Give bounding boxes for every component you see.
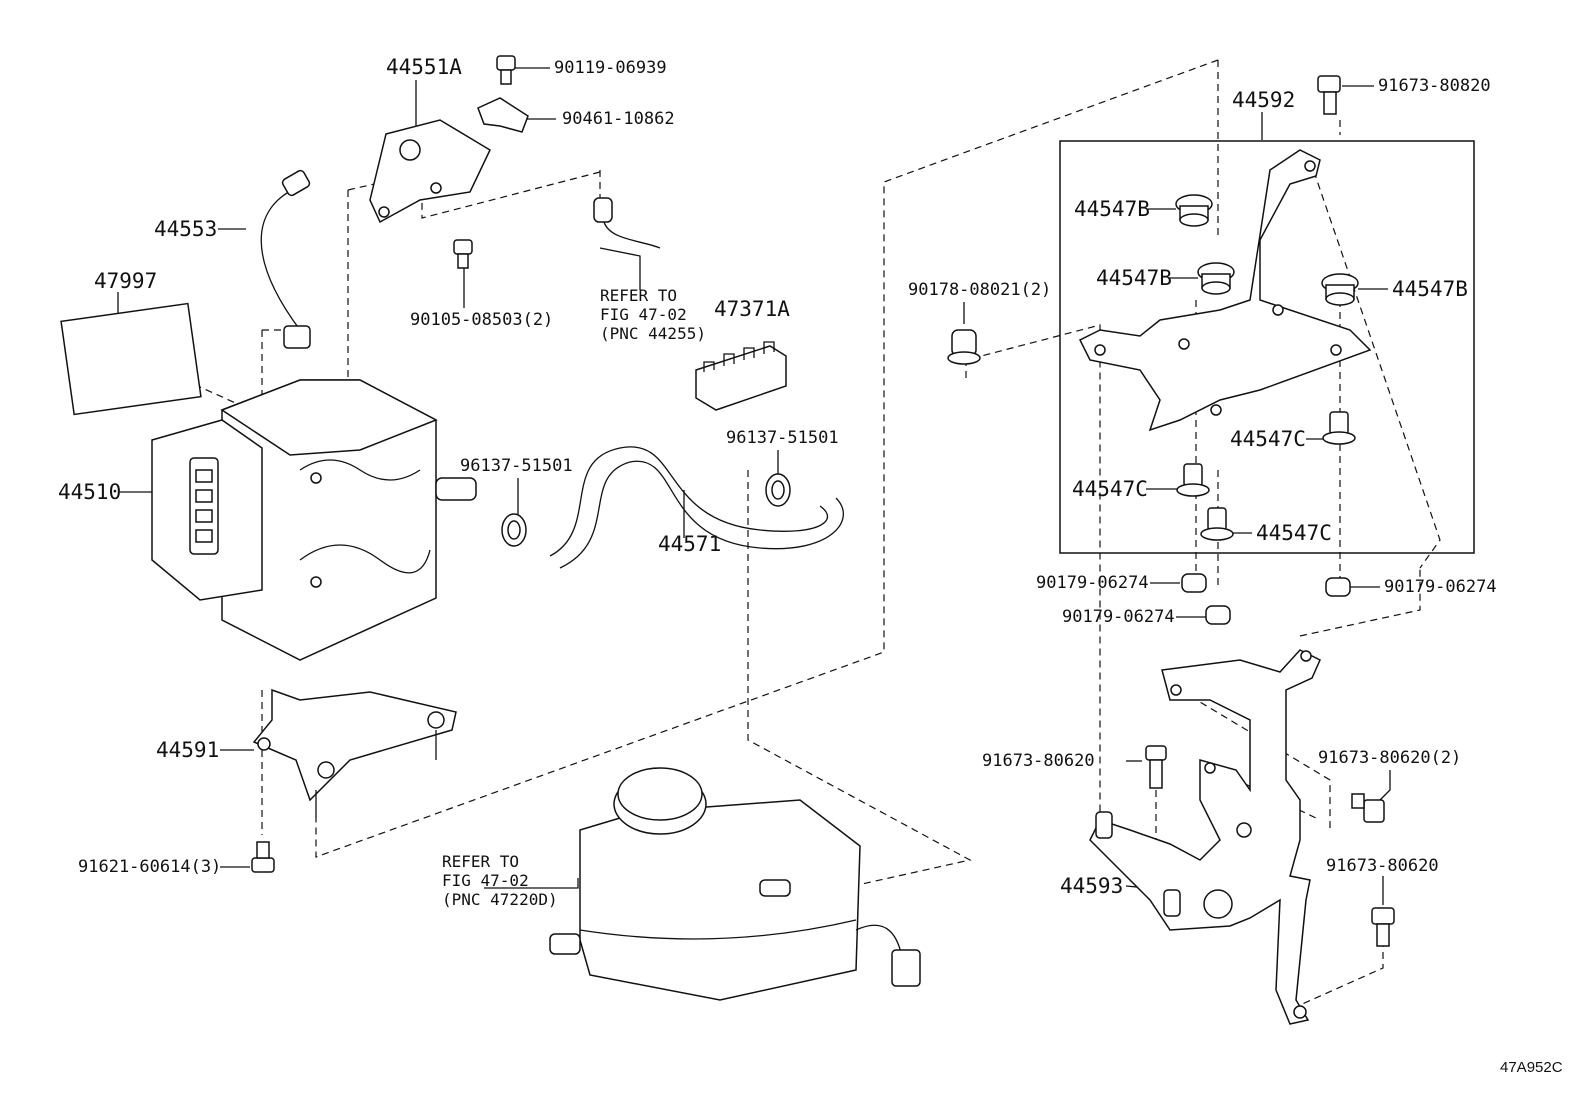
bolt-91673-80820 — [1317, 75, 1341, 115]
label-44592: 44592 — [1232, 88, 1296, 112]
label-refer-fig-47-02-pnc-47220D: REFER TO FIG 47-02 (PNC 47220D) — [442, 852, 558, 909]
label-44551A: 44551A — [386, 55, 462, 79]
hose-clip-96137-left — [501, 513, 527, 547]
label-91673-80620-c: 91673-80620 — [1326, 856, 1439, 876]
label-44591: 44591 — [156, 738, 220, 762]
label-44510: 44510 — [58, 480, 122, 504]
wire-44553 — [260, 169, 311, 349]
label-47371A: 47371A — [714, 297, 790, 321]
actuator-44510 — [151, 379, 477, 661]
label-44547C-3: 44547C — [1256, 521, 1332, 545]
grommet-44547B-2 — [1197, 262, 1235, 295]
label-44593: 44593 — [1060, 874, 1124, 898]
grommet-44547B-3 — [1321, 273, 1359, 306]
label-90179-06274-1: 90179-06274 — [1036, 573, 1149, 593]
collar-44547C-1 — [1322, 411, 1356, 445]
label-96137-51501-left: 96137-51501 — [460, 456, 573, 476]
collar-44547C-3 — [1200, 507, 1234, 541]
label-90119-06939: 90119-06939 — [554, 58, 667, 78]
label-91673-80820: 91673-80820 — [1378, 76, 1491, 96]
hose-reference-44255 — [593, 197, 661, 249]
label-44547B-2: 44547B — [1096, 266, 1172, 290]
nut-90179-3 — [1325, 577, 1351, 597]
parts-diagram — [60, 55, 1475, 1025]
hose-44571 — [549, 446, 844, 569]
assembly-44592-frame — [1059, 140, 1475, 554]
label-44547B-3: 44547B — [1392, 277, 1468, 301]
label-91673-80620-a: 91673-80620 — [982, 751, 1095, 771]
label-90179-06274-2: 90179-06274 — [1062, 607, 1175, 627]
hose-clip-96137-right — [765, 473, 791, 507]
label-47997-part — [60, 302, 202, 416]
nut-90178 — [947, 329, 981, 365]
label-44547C-2: 44547C — [1072, 477, 1148, 501]
nut-90179-1 — [1181, 573, 1207, 593]
label-91621-60614: 91621-60614(3) — [78, 857, 222, 877]
label-90179-06274-3: 90179-06274 — [1384, 577, 1497, 597]
bracket-44593 — [1089, 649, 1321, 1025]
bolt-91621 — [251, 841, 275, 873]
label-44547C-1: 44547C — [1230, 427, 1306, 451]
label-96137-51501-right: 96137-51501 — [726, 428, 839, 448]
label-44571: 44571 — [658, 532, 722, 556]
label-44553: 44553 — [154, 217, 218, 241]
label-90105-08503: 90105-08503(2) — [410, 310, 554, 330]
diagram-code: 47A952C — [1500, 1059, 1563, 1076]
sensor-bracket-44551A — [369, 55, 529, 269]
label-44547B-1: 44547B — [1074, 197, 1150, 221]
bolt-91673-80620-a — [1145, 745, 1167, 789]
grommet-44547B-1 — [1175, 194, 1213, 227]
nut-90179-2 — [1205, 605, 1231, 625]
label-refer-fig-47-02-pnc-44255: REFER TO FIG 47-02 (PNC 44255) — [600, 286, 706, 343]
bracket-44591 — [252, 688, 457, 818]
collar-44547C-2 — [1176, 463, 1210, 497]
reservoir-reference-47220D — [549, 767, 921, 1001]
label-90178-08021: 90178-08021(2) — [908, 280, 1052, 300]
leader-lines — [117, 67, 1391, 905]
clamp-47371A — [695, 341, 787, 411]
label-47997: 47997 — [94, 269, 158, 293]
bracket-44592 — [1078, 149, 1372, 432]
label-91673-80620-b: 91673-80620(2) — [1318, 748, 1462, 768]
label-90461-10862: 90461-10862 — [562, 109, 675, 129]
bolt-91673-80620-b — [1351, 793, 1385, 823]
bolt-91673-80620-c — [1371, 907, 1395, 947]
